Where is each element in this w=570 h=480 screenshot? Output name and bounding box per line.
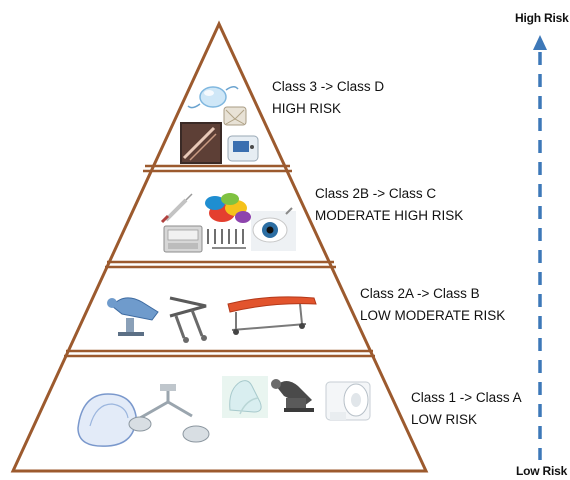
gloves-icon [222,376,268,418]
medical-monitor-icon [227,135,259,162]
examination-chair-icon [107,297,159,336]
incubator-icon [163,225,203,253]
tier-label-class-2b: Class 2B -> Class C MODERATE HIGH RISK [315,183,463,227]
tier-class-line: Class 2A -> Class B [360,286,480,301]
dental-chair-icon [271,379,314,412]
surgical-lamp-icon [128,384,210,443]
contact-lenses-icon [205,193,251,223]
stretcher-icon [227,296,317,335]
risk-axis-arrow [533,35,547,460]
tier-risk-line: HIGH RISK [272,101,342,116]
tier-class-line: Class 2B -> Class C [315,186,437,201]
tier-risk-line: LOW RISK [411,412,478,427]
heart-valve-icon [223,106,247,126]
speculum-icon [169,296,207,343]
tier-label-class-1: Class 1 -> Class A LOW RISK [411,387,522,431]
tier-label-class-2a: Class 2A -> Class B LOW MODERATE RISK [360,283,505,327]
eye-drops-icon [251,207,296,251]
tier-risk-line: LOW MODERATE RISK [360,308,506,323]
tier-class-line: Class 3 -> Class D [272,79,385,94]
orthopedic-screws-icon [207,229,246,249]
surgical-catheter-icon [180,122,222,164]
tier-class-line: Class 1 -> Class A [411,390,522,405]
high-risk-label: High Risk [515,11,569,25]
bandage-roll-icon [325,381,371,421]
sanitary-pad-icon [77,393,137,447]
low-risk-label: Low Risk [516,464,568,478]
syringe-icon [160,193,193,224]
tier-dividers [64,164,375,358]
tier-risk-line: MODERATE HIGH RISK [315,208,464,223]
tier-label-class-3: Class 3 -> Class D HIGH RISK [272,76,384,120]
arrow-head-icon [533,35,547,50]
intraocular-lens-icon [187,86,239,109]
